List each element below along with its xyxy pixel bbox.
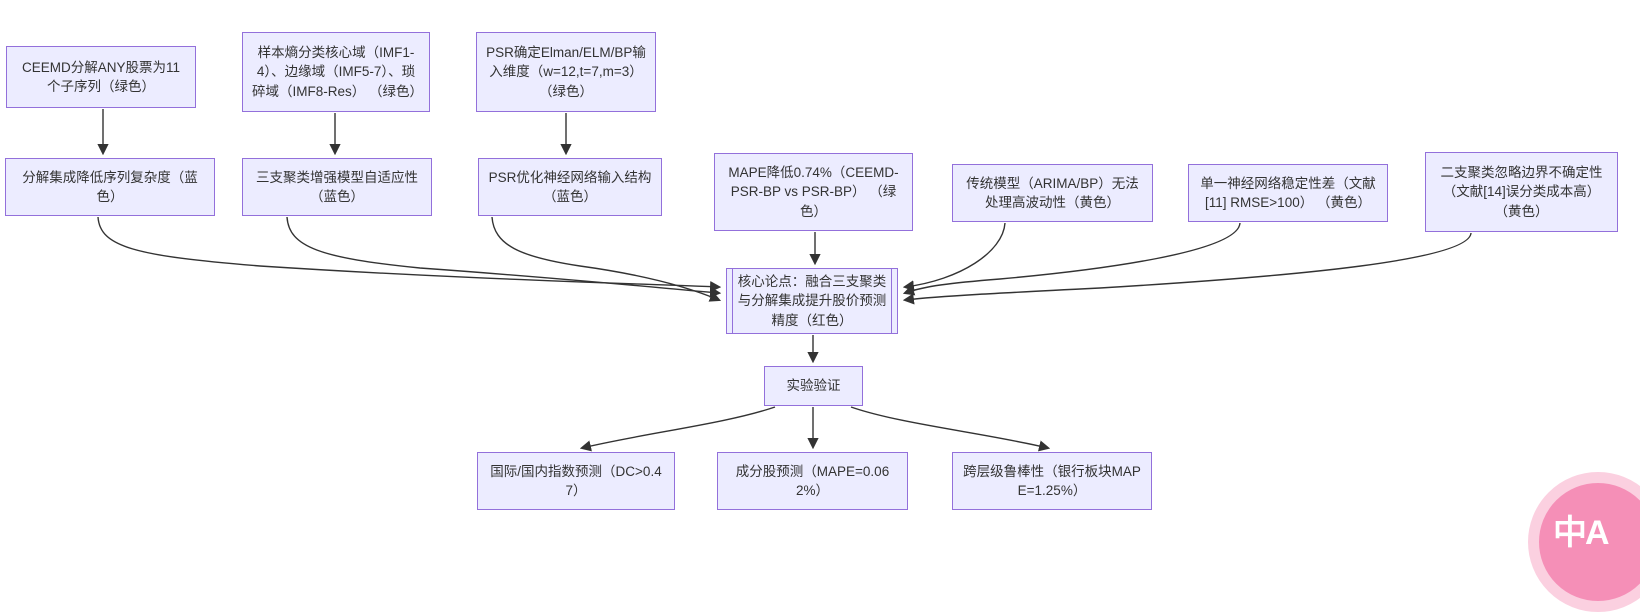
watermark-badge[interactable]: 中A bbox=[1528, 472, 1640, 612]
node-mape-reduction: MAPE降低0.74%（CEEMD-PSR-BP vs PSR-BP） （绿色） bbox=[714, 153, 913, 231]
edge-exp-to-index bbox=[579, 406, 776, 452]
node-decomposition-reduces-complexity: 分解集成降低序列复杂度（蓝色） bbox=[5, 158, 215, 216]
node-two-way-clustering-limitation: 二支聚类忽略边界不确定性（文献[14]误分类成本高）（黄色） bbox=[1425, 152, 1618, 232]
node-index-prediction-result: 国际/国内指数预测（DC>0.47） bbox=[477, 452, 675, 510]
edge-psropt-to-core bbox=[491, 216, 722, 302]
edge-threeway-to-core bbox=[286, 216, 722, 298]
node-component-stock-result: 成分股预测（MAPE=0.062%） bbox=[717, 452, 908, 510]
node-psr-optimizes-input-structure: PSR优化神经网络输入结构（蓝色） bbox=[478, 158, 662, 216]
node-traditional-model-limitation: 传统模型（ARIMA/BP）无法处理高波动性（黄色） bbox=[952, 164, 1153, 222]
node-sample-entropy-domains: 样本熵分类核心域（IMF1-4）、边缘域（IMF5-7）、琐碎域（IMF8-Re… bbox=[242, 32, 430, 112]
watermark-badge-label: 中A bbox=[1553, 514, 1610, 552]
edge-twoway-to-core bbox=[902, 232, 1472, 305]
edge-single-to-core bbox=[902, 222, 1241, 296]
node-core-thesis: 核心论点：融合三支聚类与分解集成提升股价预测精度（红色） bbox=[726, 268, 898, 334]
node-experimental-validation: 实验验证 bbox=[764, 366, 863, 406]
node-three-way-clustering-adaptivity: 三支聚类增强模型自适应性（蓝色） bbox=[242, 158, 432, 216]
node-single-nn-instability: 单一神经网络稳定性差（文献[11] RMSE>100） （黄色） bbox=[1188, 164, 1388, 222]
node-ceemd-decomposition: CEEMD分解ANY股票为11个子序列（绿色） bbox=[6, 46, 196, 108]
edge-decomp-to-core bbox=[97, 216, 722, 293]
flowchart-canvas: CEEMD分解ANY股票为11个子序列（绿色） 样本熵分类核心域（IMF1-4）… bbox=[5, 32, 1640, 612]
edge-exp-to-robust bbox=[850, 406, 1051, 452]
node-psr-input-dimension: PSR确定Elman/ELM/BP输入维度（w=12,t=7,m=3） （绿色） bbox=[476, 32, 656, 112]
edge-trad-to-core bbox=[902, 222, 1006, 292]
node-cross-level-robustness-result: 跨层级鲁棒性（银行板块MAPE=1.25%） bbox=[952, 452, 1152, 510]
